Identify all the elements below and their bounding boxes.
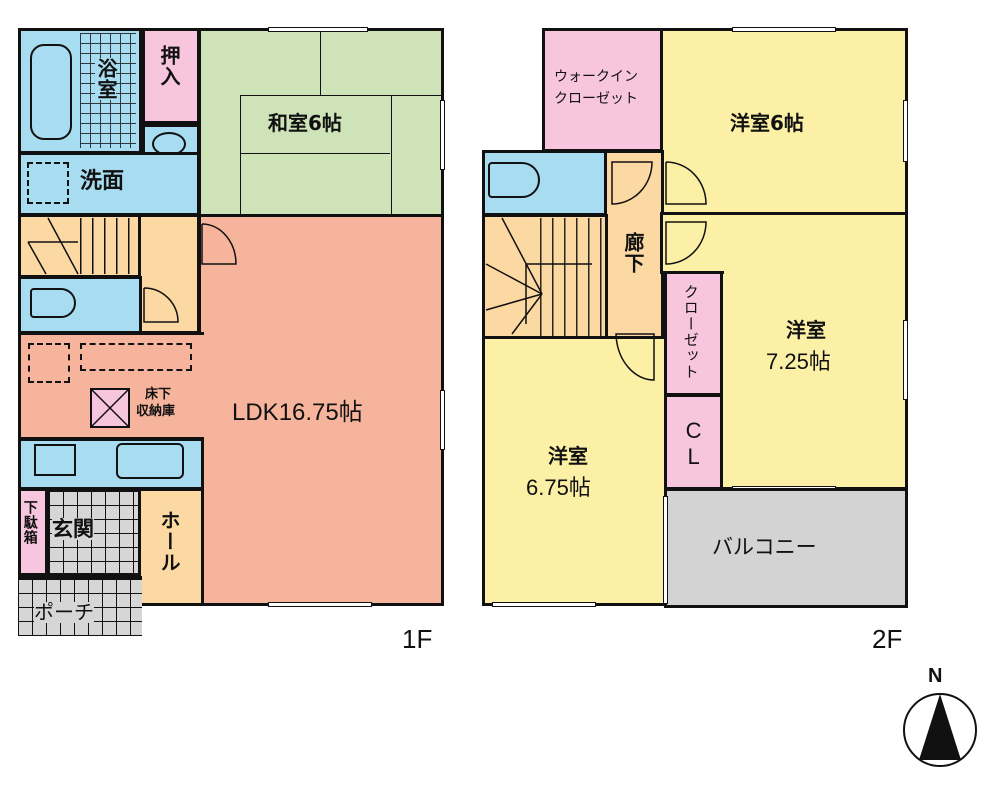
door-toilet-1f[interactable] xyxy=(142,286,182,326)
compass: N xyxy=(900,666,980,776)
ldk-merge-cover xyxy=(196,335,204,437)
label-underfloor-1: 床下 xyxy=(145,387,172,402)
label-youshitsu725-1: 洋室 xyxy=(786,318,826,342)
room-washitsu xyxy=(198,28,444,218)
room-hall xyxy=(138,488,204,606)
window-washitsu-right[interactable] xyxy=(440,100,445,170)
window-ldk-bottom[interactable] xyxy=(268,602,372,607)
door-toilet-2f[interactable] xyxy=(610,160,654,206)
label-cl: CL xyxy=(681,418,707,470)
label-youshitsu675-1: 洋室 xyxy=(548,444,588,468)
room-oshiire xyxy=(142,28,200,124)
label-youshitsu725-2: 7.25帖 xyxy=(766,349,831,374)
washer-icon xyxy=(27,162,69,204)
room-walkin-closet xyxy=(542,28,664,152)
label-closet: クローゼット xyxy=(681,284,700,380)
tatami-line-top xyxy=(320,31,321,95)
y725-merge-cover xyxy=(718,215,726,270)
label-oshiire: 押入 xyxy=(157,45,181,87)
window-youshitsu725-right[interactable] xyxy=(903,320,908,400)
bathtub xyxy=(30,44,72,140)
window-balcony-door[interactable] xyxy=(663,496,668,604)
toilet-icon xyxy=(30,288,76,318)
room-youshitsu-675 xyxy=(482,336,668,606)
label-youshitsu675-2: 6.75帖 xyxy=(526,475,591,500)
kitchen-sink-icon xyxy=(116,443,184,479)
kitchen-counter xyxy=(18,438,204,490)
label-washitsu: 和室6帖 xyxy=(268,111,342,135)
toilet-icon-2f xyxy=(488,162,540,198)
stairs-winder-icon xyxy=(27,217,79,275)
underfloor-dashed-a xyxy=(28,343,70,383)
tatami-line-mid xyxy=(240,153,390,154)
stairs-winder-icon-2f xyxy=(485,217,592,335)
label-bath: 浴室 xyxy=(94,58,118,100)
label-ldk: LDK16.75帖 xyxy=(232,399,363,426)
door-youshitsu6[interactable] xyxy=(664,160,708,206)
stairs-icon xyxy=(80,218,138,274)
floor-label-1f: 1F xyxy=(402,624,433,654)
underfloor-dashed-b xyxy=(80,343,192,371)
label-porch: ポーチ xyxy=(34,600,94,624)
tatami-lines xyxy=(240,95,392,216)
door-youshitsu675[interactable] xyxy=(614,332,658,382)
floor-label-2f: 2F xyxy=(872,624,903,654)
room-youshitsu-725 xyxy=(720,212,908,490)
window-youshitsu6-right[interactable] xyxy=(903,100,908,162)
underfloor-x-icon xyxy=(91,389,129,427)
label-balcony: バルコニー xyxy=(712,535,817,559)
label-shoebox: 下駄箱 xyxy=(21,500,38,545)
window-washitsu-top[interactable] xyxy=(268,27,368,32)
label-walkin-2: クローゼット xyxy=(554,91,638,107)
compass-arrow-icon xyxy=(903,693,977,767)
label-walkin-1: ウォークイン xyxy=(554,69,638,85)
tatami-line-right xyxy=(390,95,441,96)
label-corridor: 廊下 xyxy=(621,232,645,274)
room-balcony xyxy=(664,488,908,608)
room-ldk xyxy=(198,214,444,606)
door-ldk[interactable] xyxy=(200,222,240,266)
window-youshitsu6-top[interactable] xyxy=(732,27,836,32)
label-entrance: 玄関 xyxy=(52,517,94,541)
label-hall: ホール xyxy=(157,510,181,573)
label-underfloor-2: 収納庫 xyxy=(136,404,176,419)
label-youshitsu-6: 洋室6帖 xyxy=(730,111,804,135)
window-youshitsu675-bottom[interactable] xyxy=(492,602,596,607)
compass-north-label: N xyxy=(928,665,943,687)
window-ldk-right[interactable] xyxy=(440,390,445,450)
stove-icon xyxy=(34,444,76,476)
stairs-icon-2f xyxy=(540,218,604,336)
door-youshitsu725[interactable] xyxy=(664,220,708,266)
label-washroom: 洗面 xyxy=(80,169,125,194)
